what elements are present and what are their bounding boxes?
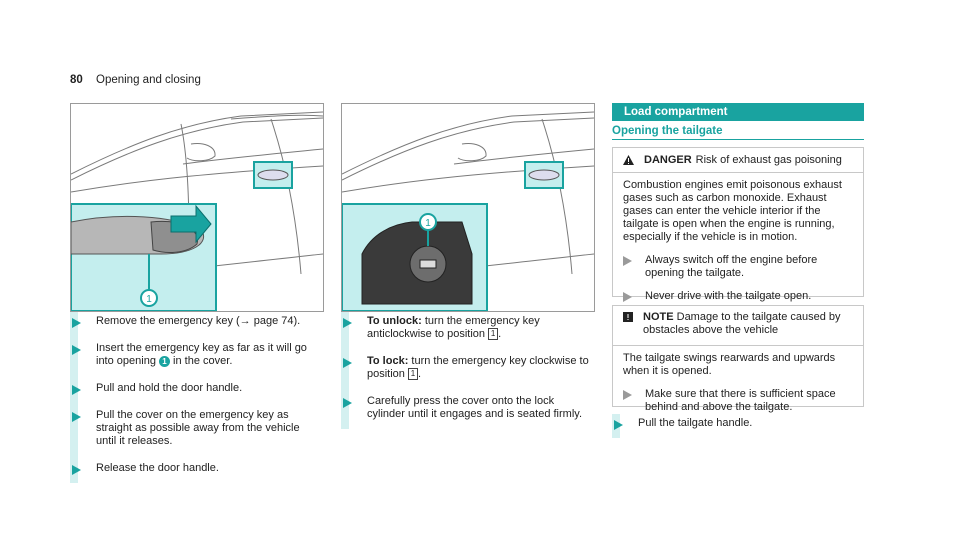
- list-item: Carefully press the cover onto the lock …: [341, 392, 593, 432]
- left-steps: Remove the emergency key (→ page 74). In…: [70, 312, 322, 486]
- door-handle-drawing: 1: [71, 111, 323, 311]
- arrow-icon: [72, 465, 86, 475]
- arrow-right-icon: →: [239, 315, 251, 327]
- list-item: To lock: turn the emergency key clockwis…: [341, 352, 593, 392]
- door-handle-illustration: 1: [70, 103, 324, 312]
- list-item: Never drive with the tailgate open.: [623, 290, 853, 306]
- arrow-icon: [343, 318, 357, 328]
- callout-badge: 1: [159, 355, 170, 367]
- note-title: Damage to the tailgate caused by obstacl…: [643, 311, 841, 336]
- subsection-title: Opening the tailgate: [612, 125, 864, 140]
- position-badge: 1: [488, 328, 499, 341]
- section-name: Opening and closing: [96, 74, 201, 86]
- section-title: Load compartment: [612, 103, 864, 121]
- arrow-icon: [343, 358, 357, 368]
- arrow-icon: [614, 420, 628, 430]
- list-item: Release the door handle.: [70, 459, 322, 486]
- list-item: Always switch off the engine before open…: [623, 254, 853, 280]
- arrow-icon: [72, 412, 86, 422]
- arrow-icon: [72, 345, 86, 355]
- note-label: NOTE: [643, 311, 674, 323]
- lock-cylinder-illustration: 1: [341, 103, 595, 312]
- note-body: The tailgate swings rearwards and upward…: [623, 352, 836, 377]
- list-item: Pull the cover on the emergency key as s…: [70, 406, 322, 459]
- arrow-icon: [623, 390, 637, 404]
- note-panel: NOTE Damage to the tailgate caused by ob…: [612, 305, 864, 413]
- list-item: To unlock: turn the emergency key anticl…: [341, 312, 593, 352]
- list-item: Insert the emergency key as far as it wi…: [70, 339, 322, 379]
- middle-steps: To unlock: turn the emergency key anticl…: [341, 312, 593, 432]
- warning-triangle-icon: [623, 155, 634, 165]
- figure-callout-2: 1: [425, 218, 431, 229]
- list-item: Pull the tailgate handle.: [612, 414, 864, 441]
- arrow-icon: [72, 318, 86, 328]
- notice-icon: [623, 312, 633, 322]
- arrow-icon: [343, 398, 357, 408]
- final-step: Pull the tailgate handle.: [612, 414, 864, 441]
- list-item: Make sure that there is sufficient space…: [623, 388, 853, 414]
- danger-panel: DANGER Risk of exhaust gas poisoning Com…: [612, 147, 864, 302]
- page-reference-link[interactable]: page 74).: [250, 315, 301, 327]
- arrow-icon: [623, 256, 637, 270]
- figure-callout-1: 1: [146, 294, 152, 305]
- page-number: 80: [70, 74, 83, 86]
- page-header: 80 Opening and closing: [70, 74, 201, 86]
- position-badge: 1: [407, 368, 418, 381]
- danger-body: Combustion engines emit poisonous exhaus…: [623, 179, 842, 243]
- list-item: Pull and hold the door handle.: [70, 379, 322, 406]
- lock-cylinder-drawing: 1: [342, 111, 594, 311]
- list-item: Remove the emergency key (→ page 74).: [70, 312, 322, 339]
- danger-label: DANGER: [644, 154, 692, 166]
- arrow-icon: [623, 292, 637, 306]
- danger-title: Risk of exhaust gas poisoning: [695, 154, 842, 166]
- arrow-icon: [72, 385, 86, 395]
